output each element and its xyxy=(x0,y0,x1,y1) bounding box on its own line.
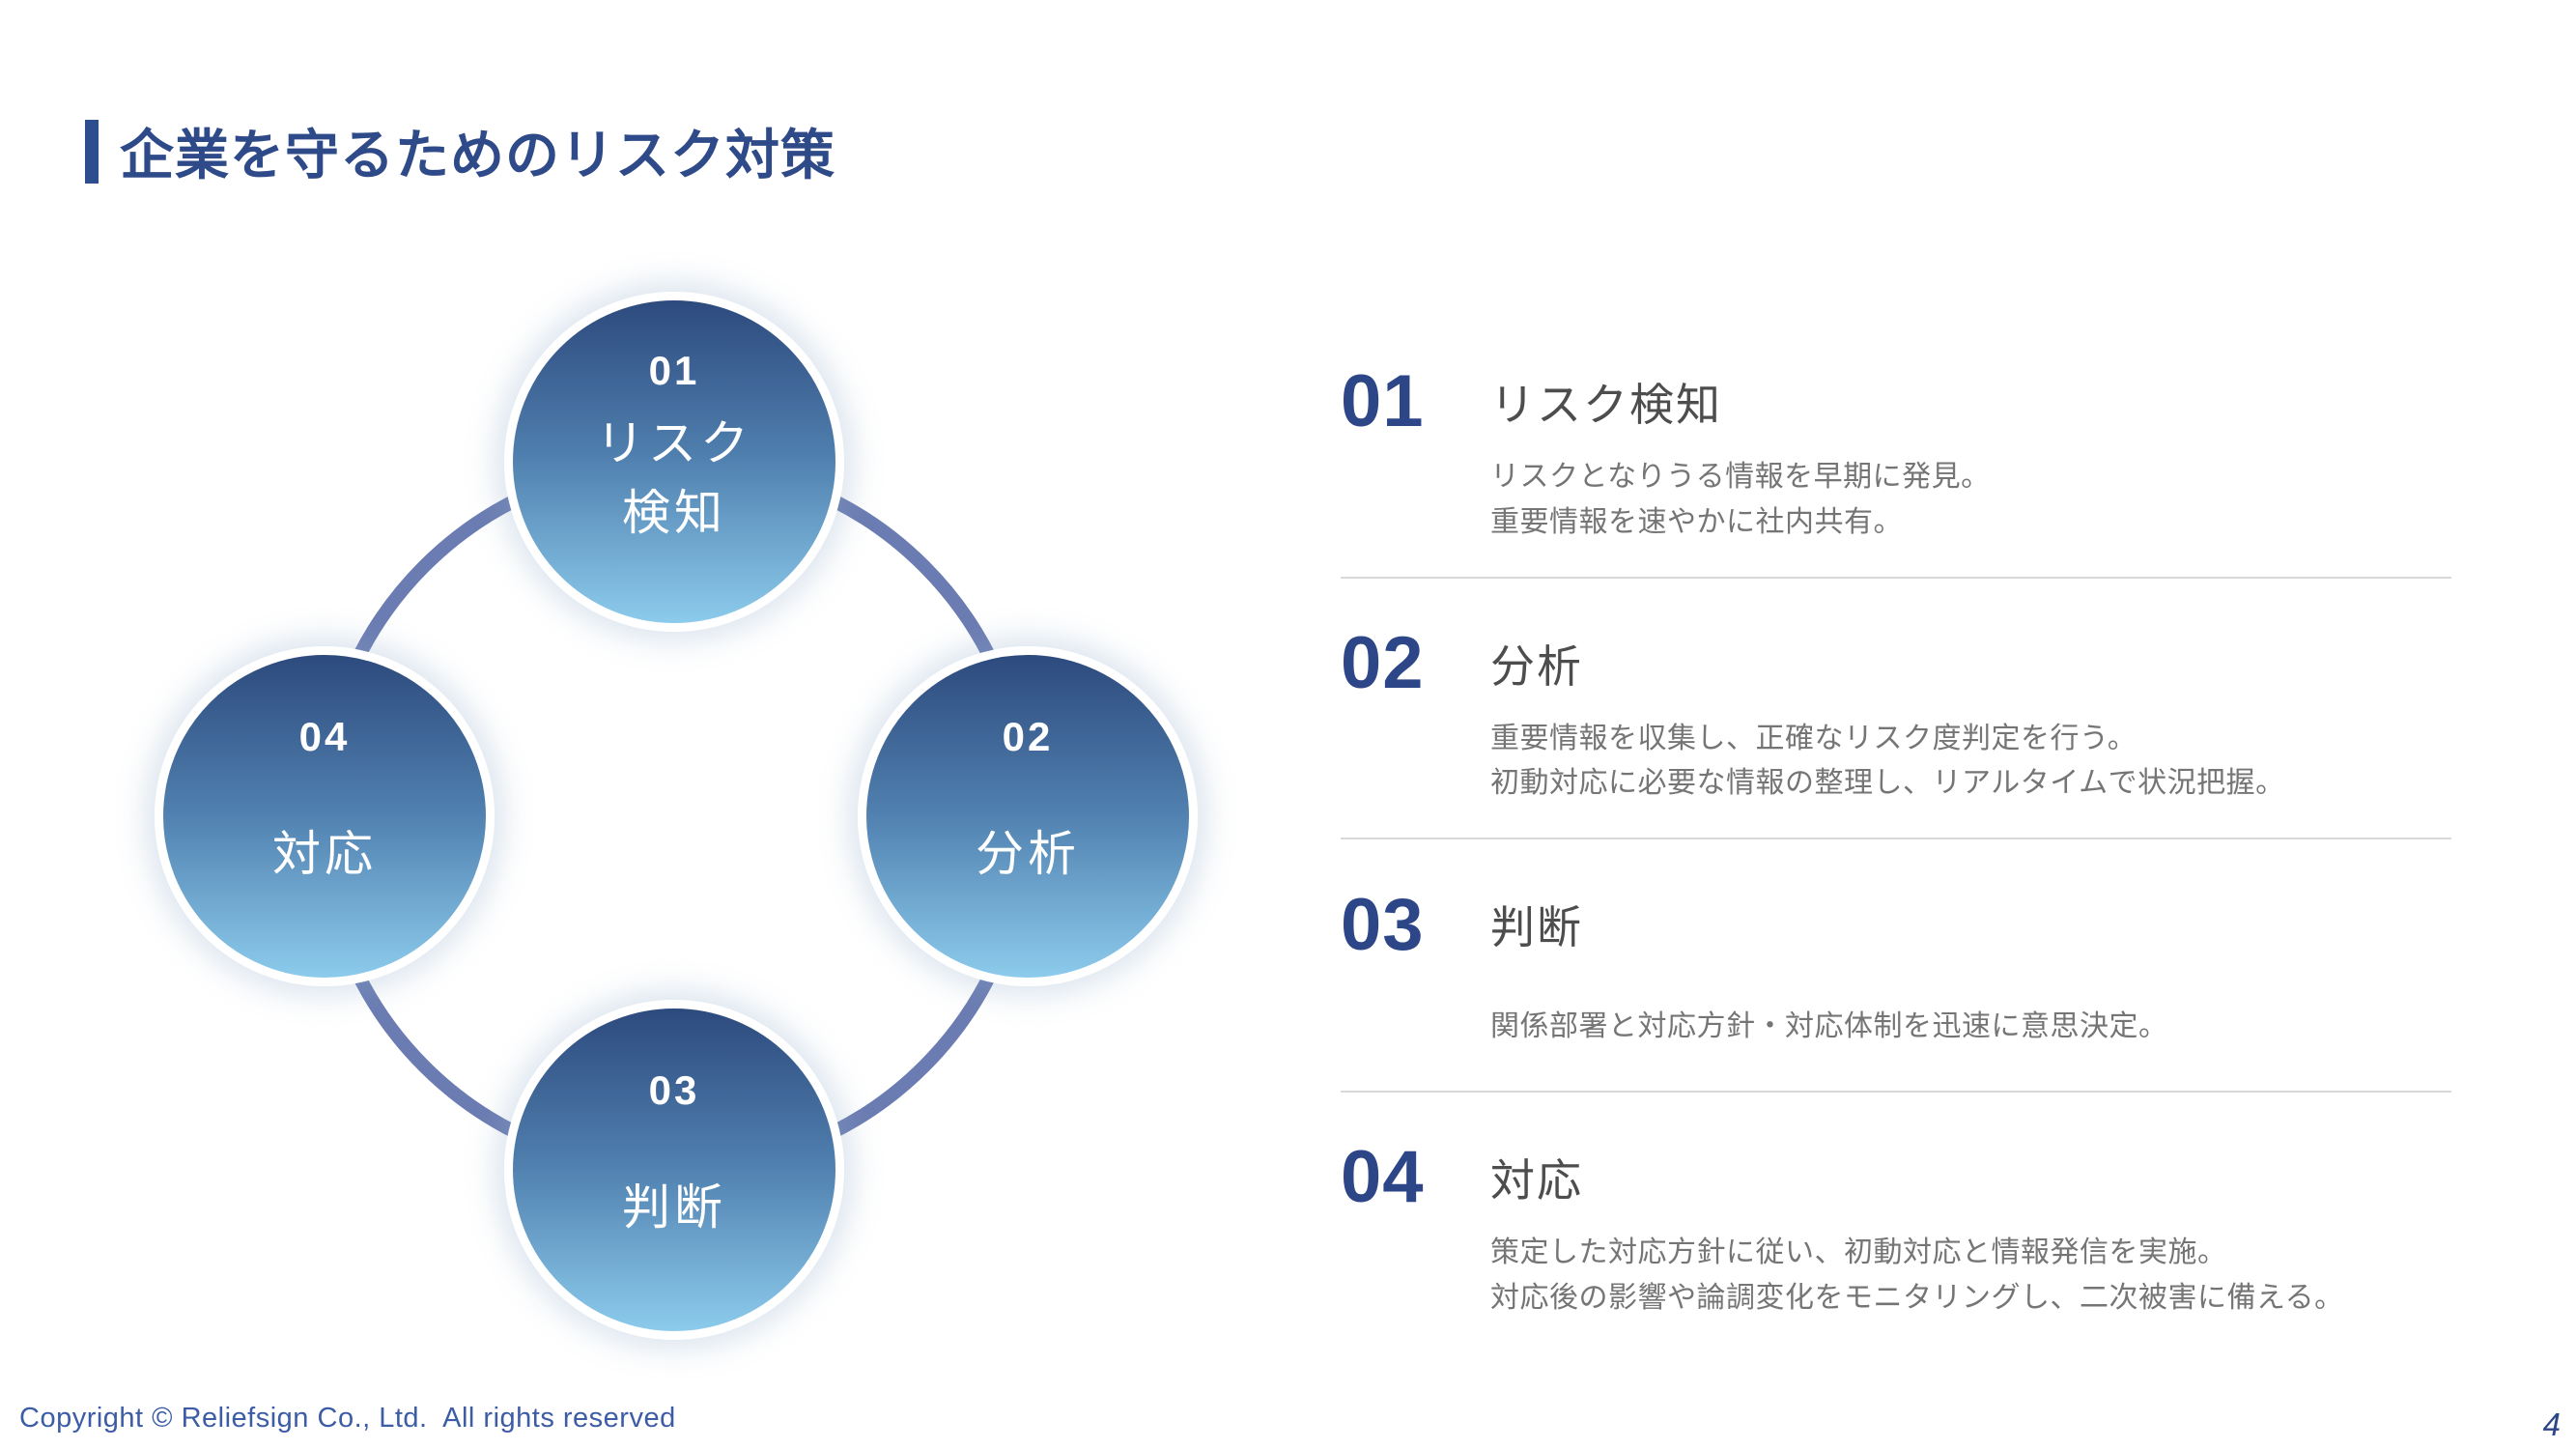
cycle-node-number: 04 xyxy=(298,714,351,759)
step-title: 分析 xyxy=(1490,640,1583,692)
step-number: 02 xyxy=(1341,621,1425,704)
cycle-node-label: 判断 xyxy=(622,1180,726,1236)
step-description: 重要情報を収集し、正確なリスク度判定を行う。 初動対応に必要な情報の整理し、リア… xyxy=(1490,722,2285,800)
step-description: リスクとなりうる情報を早期に発見。 重要情報を速やかに社内共有。 xyxy=(1490,461,1991,538)
step-list: 01 リスク検知 リスクとなりうる情報を早期に発見。 重要情報を速やかに社内共有… xyxy=(1341,360,2451,1352)
cycle-node-label: 対応 xyxy=(272,827,377,882)
cycle-node-number: 02 xyxy=(1002,714,1054,759)
step-description: 策定した対応方針に従い、初動対応と情報発信を実施。 対応後の影響や論調変化をモニ… xyxy=(1490,1236,2344,1314)
step-item-judgement: 03 判断 関係部署と対応方針・対応体制を迅速に意思決定。 xyxy=(1341,839,2451,1093)
step-number: 01 xyxy=(1341,360,1425,443)
step-header: 01 リスク検知 xyxy=(1341,360,2451,443)
step-item-analysis: 02 分析 重要情報を収集し、正確なリスク度判定を行う。 初動対応に必要な情報の… xyxy=(1341,579,2451,840)
cycle-node-number: 01 xyxy=(648,348,700,393)
page-number: 4 xyxy=(2542,1406,2561,1442)
step-description: 関係部署と対応方針・対応体制を迅速に意思決定。 xyxy=(1490,1010,2168,1043)
step-item-risk-detection: 01 リスク検知 リスクとなりうる情報を早期に発見。 重要情報を速やかに社内共有… xyxy=(1341,360,2451,579)
step-header: 02 分析 xyxy=(1341,621,2451,704)
page-title-block: 企業を守るためのリスク対策 xyxy=(85,112,835,190)
step-header: 03 判断 xyxy=(1341,883,2451,966)
title-accent-bar xyxy=(85,119,99,184)
cycle-node-judgement: 03 判断 xyxy=(504,1000,844,1340)
cycle-node-number: 03 xyxy=(648,1067,700,1113)
cycle-node-risk-detection: 01 リスク 検知 xyxy=(504,292,844,632)
step-title: 対応 xyxy=(1490,1154,1583,1206)
cycle-node-label: リスク 検知 xyxy=(596,416,752,541)
cycle-node-label: 分析 xyxy=(976,827,1080,882)
step-header: 04 対応 xyxy=(1341,1136,2451,1219)
footer-copyright: Copyright © Reliefsign Co., Ltd. All rig… xyxy=(19,1403,676,1434)
page-title: 企業を守るためのリスク対策 xyxy=(120,125,835,185)
step-item-response: 04 対応 策定した対応方針に従い、初動対応と情報発信を実施。 対応後の影響や論… xyxy=(1341,1093,2451,1352)
step-number: 04 xyxy=(1341,1136,1425,1219)
cycle-node-analysis: 02 分析 xyxy=(858,646,1198,986)
cycle-node-response: 04 対応 xyxy=(155,646,495,986)
step-title: 判断 xyxy=(1490,902,1583,953)
step-number: 03 xyxy=(1341,883,1425,966)
step-title: リスク検知 xyxy=(1490,380,1722,430)
